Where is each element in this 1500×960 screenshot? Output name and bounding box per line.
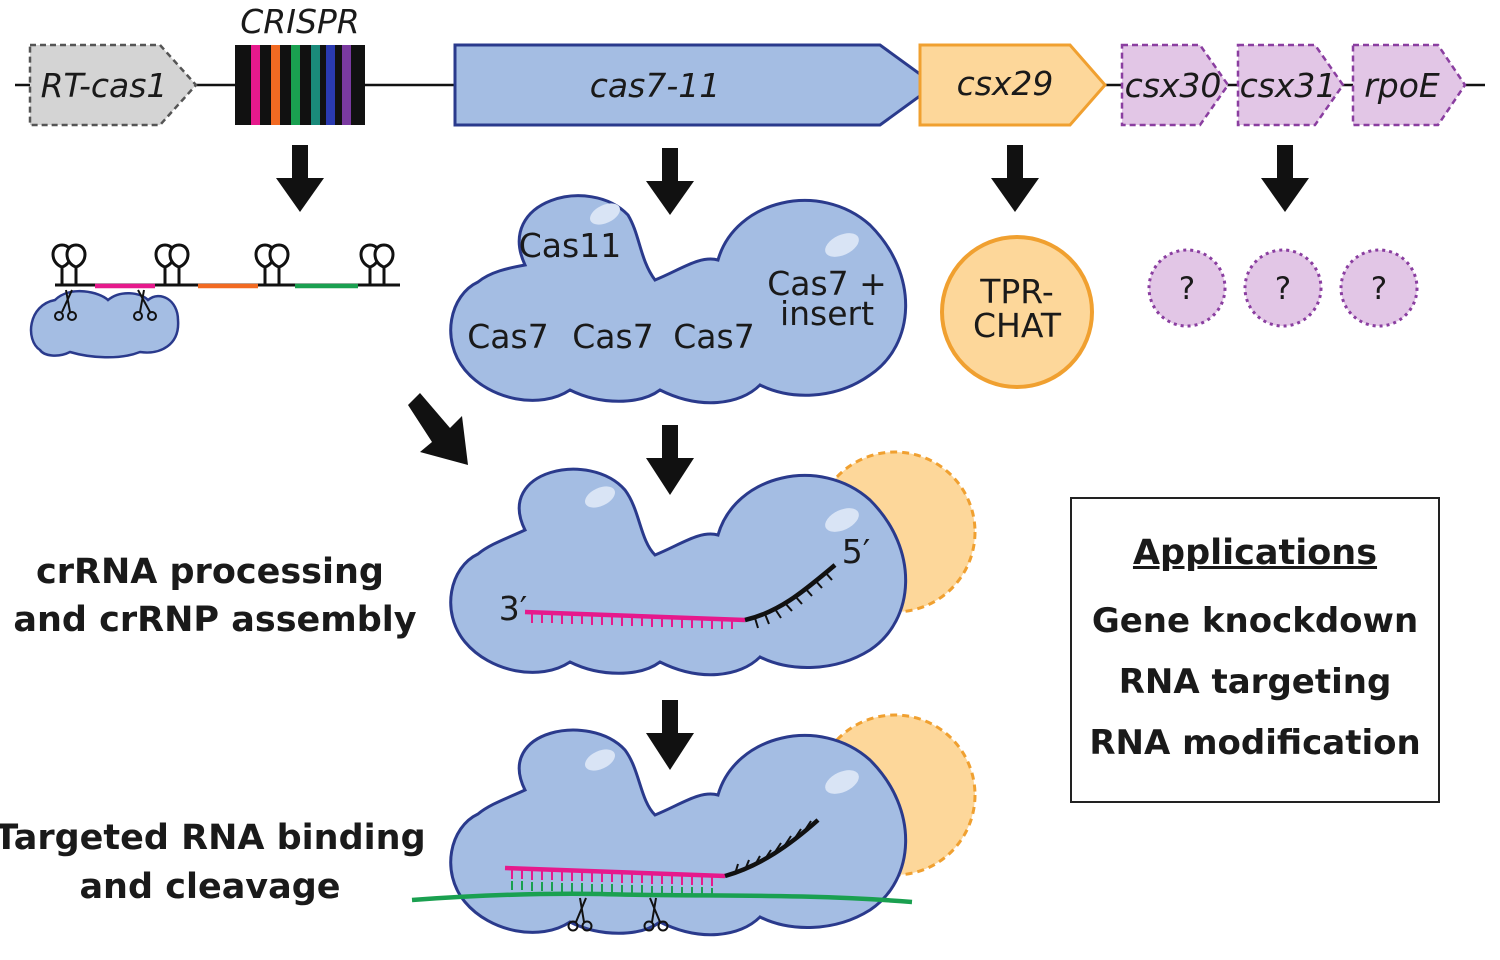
application-item-rna-modification: RNA modification	[1089, 723, 1421, 763]
arrow-cas7-11-down	[646, 148, 694, 215]
crrnp-complex: 3′ 5′	[449, 450, 977, 677]
scissors-icon	[567, 897, 593, 932]
application-item-gene-knockdown: Gene knockdown	[1091, 601, 1419, 641]
gene-label-csx29: csx29	[957, 64, 1054, 103]
scissors-icon	[133, 289, 157, 321]
application-item-rna-targeting: RNA targeting	[1118, 662, 1392, 702]
scissors-icon	[643, 897, 669, 932]
gene-csx30: csx30	[1120, 43, 1230, 127]
unknown-label-1: ?	[1179, 271, 1195, 307]
crispr-array: CRISPR	[235, 2, 365, 125]
unknown-proteins: ? ? ?	[1147, 248, 1419, 328]
cas7-label-3: Cas7	[673, 317, 754, 356]
arrow-crrnp-to-binding	[646, 700, 694, 770]
gene-label-cas7-11: cas7-11	[590, 66, 720, 105]
unknown-label-2: ?	[1275, 271, 1291, 307]
arrow-diagonal	[408, 393, 468, 465]
gene-csx31: csx31	[1236, 43, 1345, 127]
gene-rpoe: rpoE	[1351, 43, 1467, 127]
tpr-chat-label-2: CHAT	[973, 306, 1062, 345]
five-prime-label: 5′	[842, 532, 871, 571]
step-label-processing-2: and crRNP assembly	[13, 600, 416, 640]
step-label-binding-2: and cleavage	[79, 867, 340, 907]
crrna-ticks	[531, 613, 733, 629]
unknown-label-3: ?	[1371, 271, 1387, 307]
applications-box: Applications Gene knockdown RNA targetin…	[1070, 497, 1440, 803]
gene-label-csx31: csx31	[1240, 66, 1337, 105]
arrow-protein-to-crrnp	[646, 425, 694, 495]
tpr-chat-protein: TPR- CHAT	[940, 235, 1094, 389]
pre-crrna-processing	[29, 245, 400, 359]
target-rna	[411, 891, 913, 905]
cas7-insert-label-1: Cas7 +	[767, 264, 887, 303]
arrow-csx29-down	[991, 145, 1039, 212]
gene-rt-cas1: RT-cas1	[28, 43, 198, 127]
cas7-label-2: Cas7	[572, 317, 653, 356]
step-label-binding-1: Targeted RNA binding	[0, 818, 426, 858]
gene-cas7-11: cas7-11	[453, 43, 938, 127]
applications-title: Applications	[1132, 533, 1378, 573]
gene-label-csx30: csx30	[1125, 66, 1222, 105]
cas7-11-protein: Cas11 Cas7 Cas7 Cas7 Cas7 + insert	[449, 194, 908, 405]
three-prime-label: 3′	[499, 589, 528, 628]
gene-label-rt-cas1: RT-cas1	[41, 66, 168, 105]
crispr-label: CRISPR	[240, 2, 359, 41]
cas7-label-1: Cas7	[467, 317, 548, 356]
small-cas7-11-complex	[29, 290, 180, 359]
gene-label-rpoe: rpoE	[1364, 66, 1440, 105]
cas11-label: Cas11	[519, 226, 621, 265]
arrow-csx31-down	[1261, 145, 1309, 212]
arrow-crispr-down	[276, 145, 324, 212]
scissors-icon	[54, 289, 77, 321]
gene-csx29: csx29	[918, 43, 1107, 127]
target-binding-complex	[411, 713, 977, 937]
step-label-processing-1: crRNA processing	[36, 552, 384, 592]
cas7-insert-label-2: insert	[780, 294, 874, 333]
tpr-chat-label-1: TPR-	[979, 272, 1054, 311]
